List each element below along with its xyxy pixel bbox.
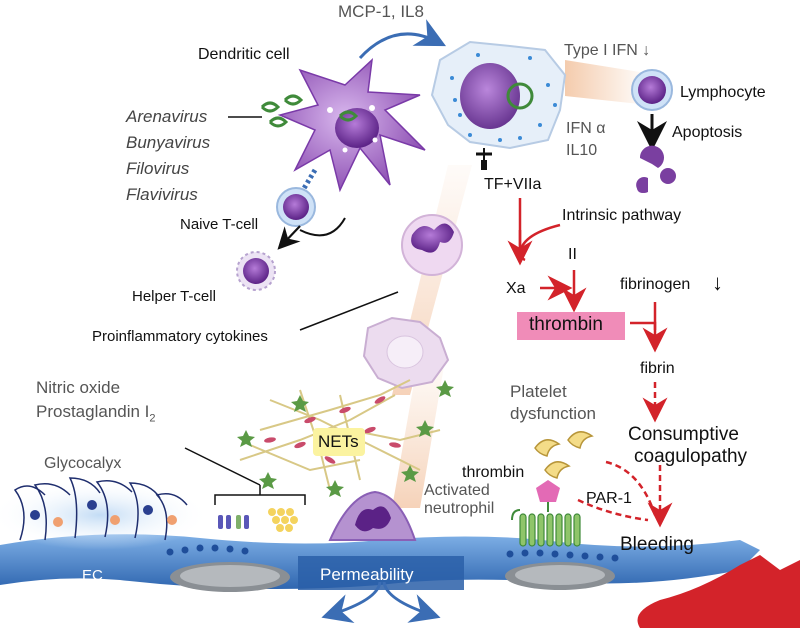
naive-helper-curve	[299, 217, 346, 237]
glycocalyx-fibers	[13, 477, 188, 541]
virus-item: Bunyavirus	[126, 133, 211, 152]
platelet-label: Platelet	[510, 382, 567, 401]
naive-t-cell-label: Naive T-cell	[180, 216, 259, 233]
permeability-label: Permeability	[320, 565, 414, 584]
neutrophil-cell	[401, 214, 463, 276]
nets-box	[313, 428, 365, 456]
virus-particles	[260, 94, 359, 128]
bleeding-blood	[637, 555, 800, 628]
helper-t-cell-label: Helper T-cell	[132, 288, 216, 305]
virus-list: Arenavirus Bunyavirus Filovirus Flavivir…	[126, 104, 210, 208]
mediator-bracket	[214, 494, 306, 505]
il10-label: IL10	[566, 142, 598, 159]
permeability-arrow-right	[382, 581, 441, 623]
lymphocyte-cell	[631, 69, 673, 111]
thrombin-fibrin-arrow	[630, 321, 668, 353]
fibrin-label: fibrin	[640, 360, 675, 377]
coagulopathy-label: coagulopathy	[634, 446, 748, 467]
lymphocyte-label: Lymphocyte	[680, 84, 766, 101]
beam-type1ifn	[565, 60, 640, 104]
dysfunction-label: dysfunction	[510, 404, 596, 423]
platelets	[534, 431, 594, 479]
thrombin-label: thrombin	[529, 314, 603, 335]
type1-ifn-label: Type I IFN ↓	[564, 42, 651, 59]
ec-vesicles	[166, 544, 619, 562]
virus-item: Flavivirus	[126, 185, 198, 204]
fibrinogen-down-arrow: ↓	[712, 270, 723, 295]
virus-item: Filovirus	[126, 159, 190, 178]
apoptosis-label: Apoptosis	[672, 124, 743, 141]
activated-label: Activated	[424, 482, 490, 499]
tf-viia-label: TF+VIIa	[484, 176, 542, 193]
intrinsic-pathway-label: Intrinsic pathway	[562, 207, 682, 224]
factor-ii-label: II	[568, 246, 577, 263]
thrombin-box	[517, 312, 625, 340]
nets-strands	[264, 396, 401, 464]
factor-xa-label: Xa	[506, 280, 526, 297]
dendritic-cell	[277, 58, 426, 193]
fibrinogen-label: fibrinogen	[620, 276, 691, 293]
nets-stars	[237, 380, 454, 497]
mcp-label: MCP-1, IL8	[338, 2, 424, 21]
mediator-vesicles	[218, 508, 298, 532]
helper-t-cell	[236, 251, 276, 291]
cytokines-pointer-line	[299, 291, 399, 331]
ifn-alpha-label: IFN α	[566, 120, 606, 137]
par1-receptor	[519, 513, 581, 547]
activated-neutrophil	[328, 490, 417, 541]
consumptive-label: Consumptive	[628, 424, 739, 445]
dendritic-cell-label: Dendritic cell	[198, 46, 290, 63]
ec-label: EC	[82, 567, 103, 584]
proinflammatory-cytokines-label: Proinflammatory cytokines	[92, 328, 268, 345]
mcp-arrow	[358, 19, 447, 60]
prostaglandin-label: Prostaglandin I2	[36, 402, 156, 424]
neutrophil-label: neutrophil	[424, 500, 495, 517]
naive-t-cell	[276, 187, 316, 227]
activated-cell	[362, 316, 450, 390]
nitric-oxide-label: Nitric oxide	[36, 378, 121, 397]
prostaglandin-subscript: 2	[149, 412, 156, 425]
nets-label: NETs	[318, 432, 359, 451]
prostaglandin-text: Prostaglandin I	[36, 402, 150, 421]
virus-item: Arenavirus	[126, 107, 208, 126]
glycocalyx-glow	[0, 480, 210, 550]
apoptotic-fragments	[636, 145, 676, 193]
bleeding-label: Bleeding	[620, 534, 694, 555]
glycocalyx-label: Glycocalyx	[44, 455, 122, 472]
thrombin-pentagon	[536, 480, 560, 502]
beam-neutrophil	[392, 360, 445, 508]
glycocalyx-particles	[30, 500, 177, 527]
macrophage-cell	[430, 40, 567, 150]
thrombin-receptor-label: thrombin	[462, 464, 525, 481]
par1-label: PAR-1	[586, 490, 632, 507]
permeability-arrow-left	[321, 581, 382, 624]
platelet-bleeding-arrow	[605, 460, 657, 516]
